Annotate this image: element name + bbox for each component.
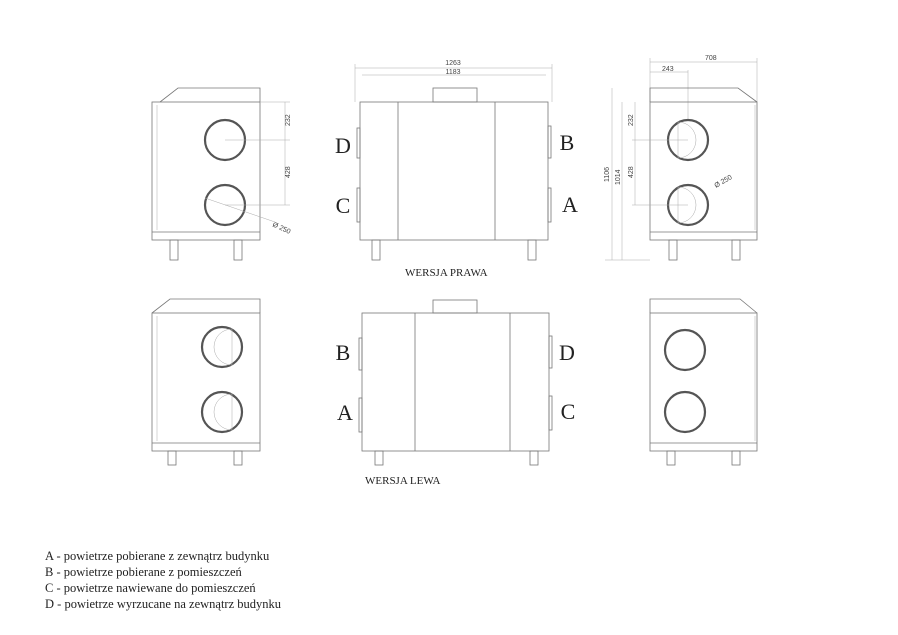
duct-port [663, 328, 707, 372]
version-label-lewa: WERSJA LEWA [365, 475, 441, 487]
dim-top-to-duct: 232 [285, 114, 292, 126]
dim-duct-offset: 243 [662, 66, 674, 73]
dim-duct-spacing: 428 [628, 166, 635, 178]
front-view-prawa: 1263 1183 D C B A WERSJA PRAWA [335, 60, 578, 279]
port-label: D [559, 340, 575, 365]
dim-body-height: 1014 [615, 169, 622, 185]
legend-item-b: B - powietrze pobierane z pomieszczeń [45, 565, 242, 579]
port-label: C [336, 193, 351, 218]
dim-duct-diameter: Ø 250 [271, 221, 291, 235]
dim-body-length: 1183 [445, 69, 460, 76]
port-label: C [561, 399, 576, 424]
dim-duct-diameter: Ø 250 [714, 174, 734, 190]
port-label: B [336, 340, 351, 365]
side-view-left-lewa [151, 298, 261, 466]
legend-item-c: C - powietrze nawiewane do pomieszczeń [45, 581, 256, 595]
port-label: A [562, 192, 578, 217]
legend-item-a: A - powietrze pobierane z zewnątrz budyn… [45, 549, 270, 563]
dim-top-to-duct: 232 [628, 114, 635, 126]
side-view-right-prawa: 708 243 1106 1014 232 428 Ø 250 [604, 55, 758, 261]
duct-port [200, 390, 244, 434]
dim-total-width: 708 [705, 55, 717, 62]
legend: A - powietrze pobierane z zewnątrz budyn… [45, 548, 281, 612]
port-label: D [335, 133, 351, 158]
front-view-lewa: B A D C WERSJA LEWA [336, 299, 576, 487]
port-label: A [337, 400, 353, 425]
version-label-prawa: WERSJA PRAWA [405, 267, 488, 279]
port-label: B [560, 130, 575, 155]
side-view-right-lewa [649, 298, 758, 466]
legend-item-d: D - powietrze wyrzucane na zewnątrz budy… [45, 597, 282, 611]
side-view-left-prawa: 232 428 Ø 250 [151, 87, 292, 261]
dim-total-length: 1263 [445, 60, 461, 67]
dim-total-height: 1106 [604, 167, 611, 182]
duct-port [200, 325, 244, 369]
duct-port [663, 390, 707, 434]
dim-duct-spacing: 428 [285, 166, 292, 178]
